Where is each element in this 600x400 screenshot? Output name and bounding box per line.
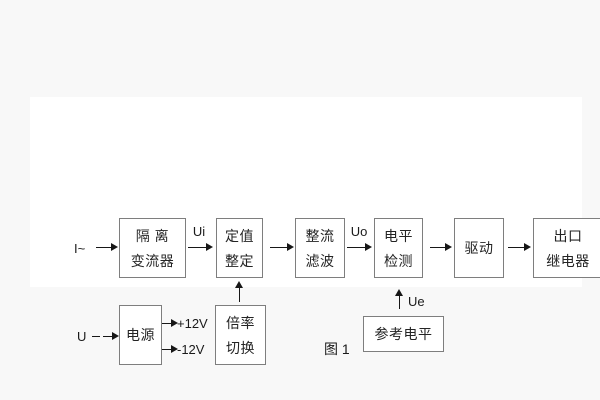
block-ratio-switch: 倍率 切换 bbox=[215, 305, 266, 365]
block-rectifier-filter: 整流 滤波 bbox=[295, 218, 345, 278]
label-signal-ui: Ui bbox=[192, 224, 206, 239]
block-rectify-line2: 滤波 bbox=[305, 252, 335, 269]
arrow-isolation-to-setting bbox=[188, 243, 213, 251]
arrow-power-to-plus-12v bbox=[162, 319, 178, 327]
block-ratio-line1: 倍率 bbox=[226, 314, 255, 331]
block-power-supply: 电源 bbox=[119, 305, 162, 365]
block-rectify-line1: 整流 bbox=[305, 227, 335, 244]
block-isolation-line1: 隔 离 bbox=[135, 227, 170, 244]
arrow-rectifier-to-level bbox=[347, 243, 372, 251]
label-input-current: I~ bbox=[74, 241, 86, 256]
arrow-setting-to-rectifier bbox=[270, 243, 294, 251]
block-level-line2: 检测 bbox=[384, 252, 413, 269]
arrow-reference-to-level bbox=[395, 289, 403, 309]
block-level-line1: 电平 bbox=[384, 227, 413, 244]
block-setpoint-adjust: 定值 整定 bbox=[216, 218, 263, 278]
arrow-input-voltage-to-power bbox=[103, 332, 119, 340]
block-setting-line2: 整定 bbox=[225, 252, 254, 269]
dash-input-voltage bbox=[92, 336, 100, 337]
block-level-detect: 电平 检测 bbox=[374, 218, 423, 278]
block-isolation-transformer: 隔 离 变流器 bbox=[119, 218, 186, 278]
label-input-voltage: U bbox=[77, 329, 87, 344]
figure-caption: 图 1 bbox=[324, 341, 350, 357]
arrow-input-current-to-isolation bbox=[96, 243, 118, 251]
arrow-ratio-to-setting bbox=[235, 281, 243, 302]
block-ratio-line2: 切换 bbox=[226, 339, 255, 356]
block-reference-label: 参考电平 bbox=[374, 326, 433, 342]
block-output-line2: 继电器 bbox=[546, 252, 590, 269]
block-power-label: 电源 bbox=[126, 327, 155, 343]
block-reference-level: 参考电平 bbox=[363, 316, 444, 352]
arrow-power-to-minus-12v bbox=[162, 345, 178, 353]
arrow-drive-to-output bbox=[508, 243, 531, 251]
block-drive: 驱动 bbox=[454, 218, 504, 278]
arrow-level-to-drive bbox=[430, 243, 452, 251]
label-signal-ue: Ue bbox=[408, 294, 425, 309]
label-signal-uo: Uo bbox=[350, 224, 368, 239]
block-isolation-line2: 变流器 bbox=[130, 252, 175, 269]
label-supply-plus-12v: +12V bbox=[177, 316, 208, 331]
block-output-relay: 出口 继电器 bbox=[533, 218, 600, 278]
diagram-canvas: 隔 离 变流器 定值 整定 整流 滤波 电平 检测 驱动 出口 继电器 电源 倍… bbox=[30, 97, 600, 365]
block-setting-line1: 定值 bbox=[225, 227, 254, 244]
block-drive-label: 驱动 bbox=[464, 240, 494, 256]
block-output-line1: 出口 bbox=[553, 227, 583, 244]
label-supply-minus-12v: -12V bbox=[177, 342, 205, 357]
